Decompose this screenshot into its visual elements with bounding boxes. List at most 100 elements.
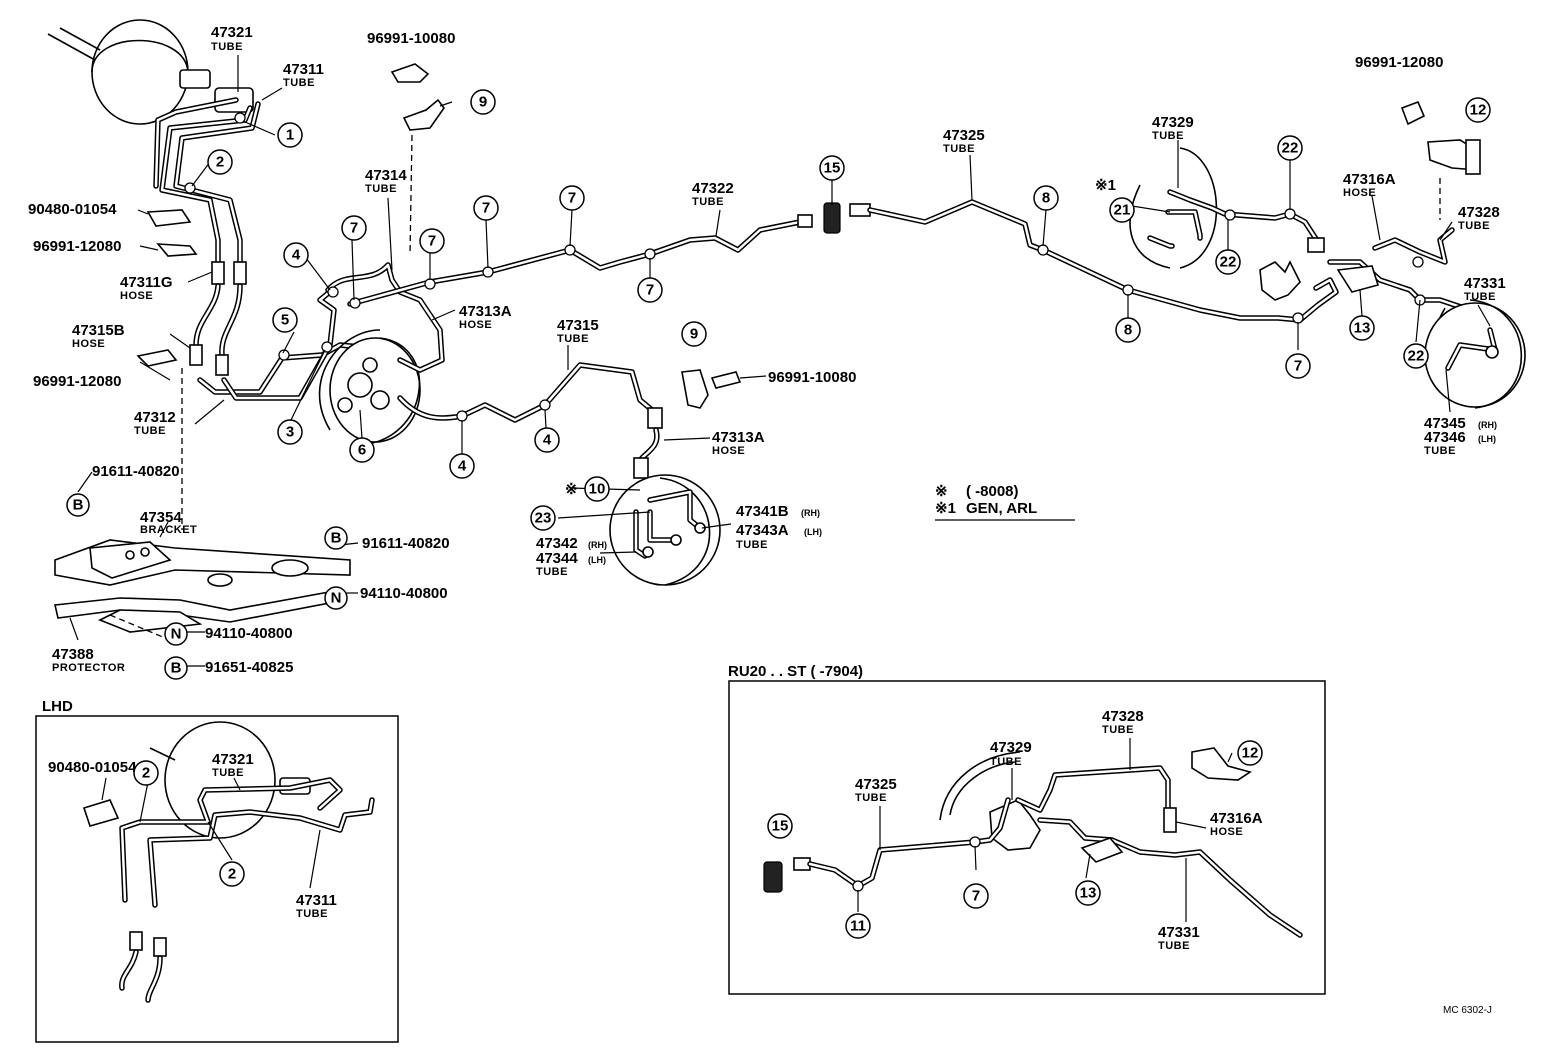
svg-text:15: 15 [772, 818, 789, 835]
part-type: HOSE [1210, 826, 1243, 838]
svg-text:7: 7 [972, 888, 980, 905]
label-47316A: 47316A HOSE [1343, 171, 1396, 199]
label-47313A-mid: 47313A HOSE [712, 429, 765, 457]
part-number: 94110-40800 [360, 585, 448, 602]
callout-22: 22 [1215, 249, 1241, 275]
part-number: 47354 [140, 509, 182, 526]
part-number: 47388 [52, 646, 94, 663]
part-number: 47329 [1152, 114, 1194, 131]
callout-7: 7 [637, 277, 663, 303]
lhd-inset: LHD 90480-01054 47321 TUBE 47311 TUBE 2 … [35, 698, 399, 1043]
part-number: 47321 [211, 24, 253, 41]
label-47311G: 47311G HOSE [120, 274, 173, 302]
part-type: TUBE [1458, 220, 1490, 232]
svg-text:N: N [171, 626, 182, 643]
svg-text:11: 11 [850, 918, 866, 935]
callout-2: 2 [133, 760, 159, 786]
callout-12: 12 [1465, 97, 1491, 123]
svg-text:2: 2 [228, 866, 236, 883]
svg-text:B: B [331, 530, 342, 547]
part-number: 47315 [557, 317, 599, 334]
part-type: BRACKET [140, 524, 197, 536]
label-47345-47346: 47345 (RH) 47346 (LH) TUBE [1424, 415, 1497, 457]
label-47328: 47328 TUBE [1458, 204, 1500, 232]
part-number: 47311 [296, 892, 337, 909]
callout-8: 8 [1033, 185, 1059, 211]
label-47314: 47314 TUBE [365, 167, 407, 195]
figure-reference: MC 6302-J [1443, 1005, 1492, 1016]
label-47321: 47321 TUBE [211, 24, 253, 53]
leader-lines [69, 55, 1491, 667]
part-number: 47316A [1343, 171, 1396, 188]
callout-13: 13 [1075, 880, 1101, 906]
callouts-main: 1 2 9 4 7 7 7 7 7 5 3 6 4 4 9 10 23 15 8… [66, 89, 1491, 680]
callout-22: 22 [1277, 135, 1303, 161]
callout-7: 7 [559, 185, 585, 211]
svg-text:10: 10 [589, 481, 606, 498]
part-type: HOSE [120, 290, 153, 302]
part-number: 90480-01054 [28, 201, 117, 218]
note-mark: ※1 [935, 500, 956, 517]
callout-B: B [164, 656, 188, 680]
svg-text:B: B [73, 497, 84, 514]
rear-wheel-middle [609, 474, 721, 586]
label-47325: 47325 TUBE [943, 127, 985, 155]
part-number: 47328 [1102, 708, 1144, 725]
note-text: GEN, ARL [966, 500, 1037, 517]
callout-5: 5 [272, 307, 298, 333]
note-mark: ※1 [1095, 177, 1116, 194]
note-mark: ※ [935, 483, 948, 500]
clip-9-top [390, 63, 445, 131]
part-number: 47321 [212, 751, 254, 768]
svg-text:7: 7 [482, 200, 490, 217]
part-type: TUBE [943, 143, 975, 155]
callout-4: 4 [449, 453, 475, 479]
svg-text:23: 23 [535, 510, 552, 527]
callout-13: 13 [1349, 315, 1375, 341]
part-number: 96991-10080 [367, 30, 455, 47]
callout-2: 2 [219, 861, 245, 887]
callout-10: 10 [584, 476, 610, 502]
tube-47314 [325, 262, 445, 373]
part-type: TUBE [1424, 445, 1456, 457]
leader-dash [409, 134, 413, 256]
leader-dash [109, 614, 171, 641]
part-type: TUBE [692, 196, 724, 208]
label-47322: 47322 TUBE [692, 180, 734, 208]
part-number: 96991-12080 [33, 238, 121, 255]
part-number: 91611-40820 [362, 535, 450, 552]
label-47329: 47329 TUBE [1152, 114, 1194, 142]
callout-22: 22 [1403, 343, 1429, 369]
part-number: 47344 [536, 550, 578, 567]
svg-text:7: 7 [646, 282, 654, 299]
svg-text:2: 2 [142, 765, 150, 782]
side-note: (RH) [1478, 420, 1497, 430]
label-47315B: 47315B HOSE [72, 322, 125, 350]
part-type: HOSE [459, 319, 492, 331]
part-number: 91651-40825 [205, 659, 293, 676]
svg-text:9: 9 [479, 94, 487, 111]
label-47311: 47311 TUBE [283, 61, 324, 89]
label-47313A-top: 47313A HOSE [459, 303, 512, 331]
callout-4: 4 [283, 242, 309, 268]
svg-text:21: 21 [1114, 202, 1131, 219]
side-note: (LH) [588, 555, 606, 565]
part-type: TUBE [134, 425, 166, 437]
svg-text:7: 7 [428, 233, 436, 250]
label-47331: 47331 TUBE [1464, 275, 1506, 303]
callout-2: 2 [207, 149, 233, 175]
side-note: (RH) [588, 540, 607, 550]
side-note: (RH) [801, 508, 820, 518]
callout-7: 7 [473, 195, 499, 221]
svg-text:13: 13 [1080, 885, 1097, 902]
notes-block: ※ ( -8008) ※1 GEN, ARL [935, 483, 1037, 517]
callout-11: 11 [845, 913, 871, 939]
callout-7: 7 [1285, 353, 1311, 379]
svg-text:7: 7 [568, 190, 576, 207]
callout-9: 9 [681, 321, 707, 347]
part-type: TUBE [211, 41, 243, 53]
bracket-protector [54, 539, 351, 633]
part-type: TUBE [536, 566, 568, 578]
svg-text:8: 8 [1042, 190, 1050, 207]
part-type: HOSE [72, 338, 105, 350]
